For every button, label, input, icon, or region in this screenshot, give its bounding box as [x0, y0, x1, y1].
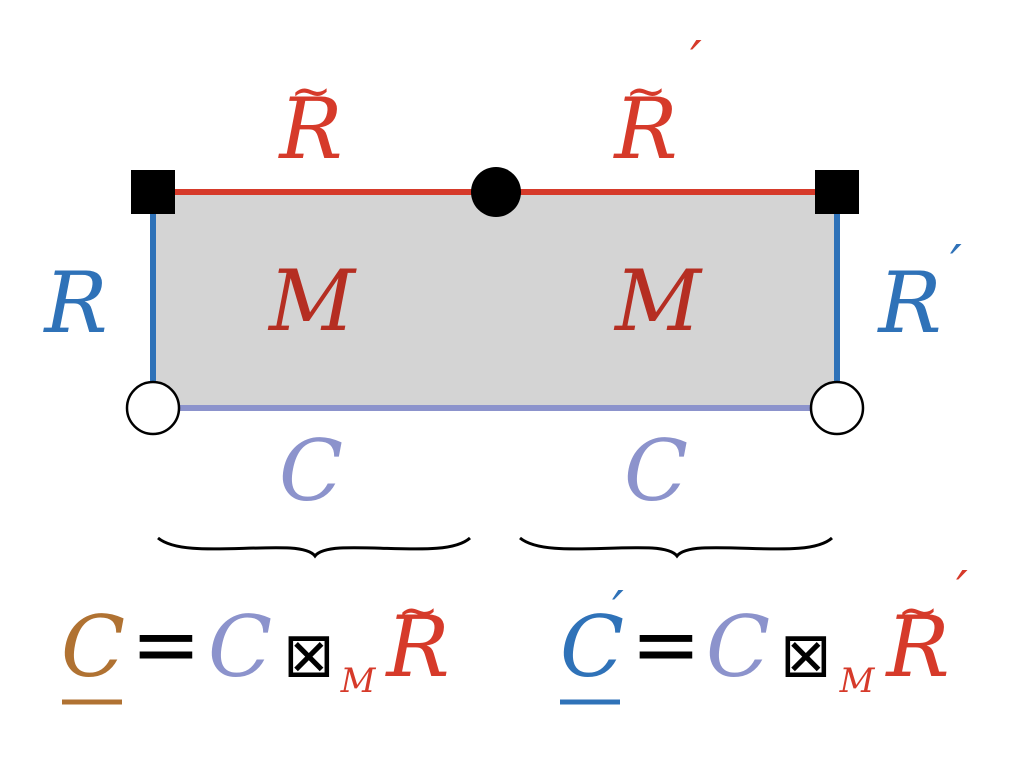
- bulk-left-label: M: [267, 252, 357, 350]
- top-left-edge-tilde: ~: [290, 62, 332, 120]
- eq-left-sub: M: [340, 661, 377, 701]
- right-brace: [519, 536, 834, 559]
- eq-right-r: R: [884, 598, 949, 696]
- eq-left-tilde: ~: [397, 582, 439, 640]
- eq-left-c: C: [208, 598, 272, 696]
- top-right-square-node: [815, 170, 859, 214]
- top-right-edge-prime: ′: [690, 31, 702, 91]
- eq-left-boxtimes: ⊠: [283, 618, 335, 691]
- top-left-edge-label: R: [277, 80, 342, 178]
- eq-left-equals: =: [131, 595, 201, 693]
- eq-right-r-prime: ′: [956, 561, 968, 621]
- right-edge-label: R: [876, 254, 941, 352]
- bottom-left-open-node: [125, 380, 181, 436]
- eq-right-lhs: C: [560, 598, 624, 696]
- eq-right-boxtimes: ⊠: [780, 618, 832, 691]
- eq-left-r: R: [384, 598, 449, 696]
- top-right-edge-label: R: [612, 80, 677, 178]
- right-edge-prime: ′: [950, 235, 962, 295]
- eq-left-lhs: C: [61, 598, 125, 696]
- eq-right-tilde: ~: [897, 582, 939, 640]
- eq-right-equals: =: [631, 595, 701, 693]
- left-edge-label: R: [42, 254, 107, 352]
- eq-right-lhs-prime: ′: [612, 581, 624, 641]
- top-mid-filled-node: [471, 167, 521, 217]
- top-right-edge-tilde: ~: [625, 62, 667, 120]
- bottom-left-label: C: [279, 422, 343, 520]
- bottom-right-label: C: [624, 422, 688, 520]
- top-left-square-node: [131, 170, 175, 214]
- bulk-region: [153, 192, 837, 408]
- bulk-right-label: M: [613, 252, 703, 350]
- left-brace: [157, 536, 472, 559]
- eq-right-c: C: [706, 598, 770, 696]
- bottom-right-open-node: [809, 380, 865, 436]
- eq-right-sub: M: [839, 661, 876, 701]
